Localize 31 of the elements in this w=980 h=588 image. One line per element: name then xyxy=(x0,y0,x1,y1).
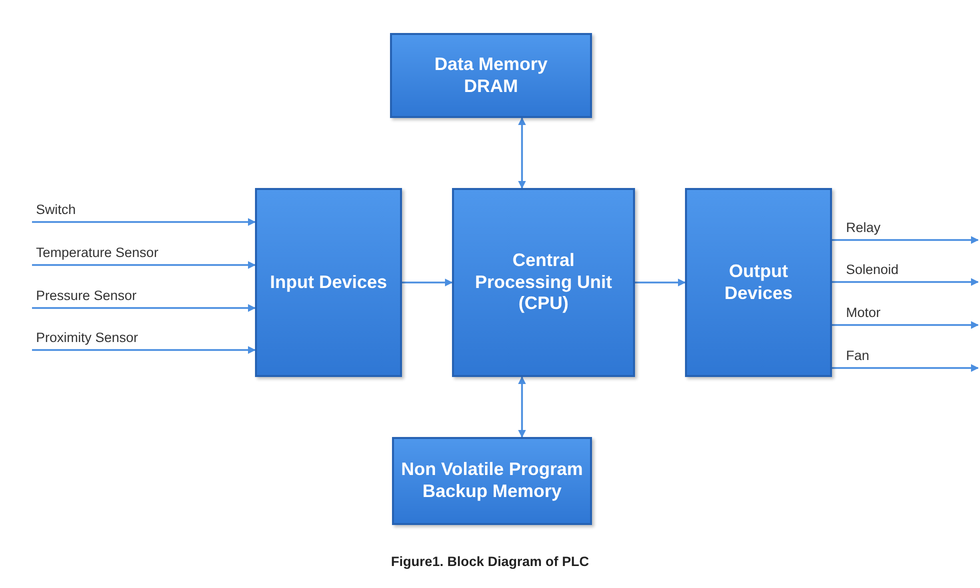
arrow xyxy=(832,364,979,372)
block-label: Central Processing Unit (CPU) xyxy=(474,250,614,315)
edge-label: Temperature Sensor xyxy=(36,246,158,261)
arrow xyxy=(832,278,979,286)
arrow xyxy=(832,236,979,244)
edge-label: Relay xyxy=(846,221,881,236)
block-box xyxy=(390,33,592,118)
edge-label: Solenoid xyxy=(846,263,899,278)
edge-label: Fan xyxy=(846,349,870,364)
block-box xyxy=(255,188,402,377)
edge-label: Pressure Sensor xyxy=(36,289,137,304)
arrow xyxy=(635,278,686,286)
arrow xyxy=(32,218,256,226)
edge-label: Motor xyxy=(846,306,881,321)
arrow xyxy=(832,321,979,329)
block-label: Data Memory DRAM xyxy=(433,54,549,98)
edge-label: Proximity Sensor xyxy=(36,331,138,346)
block-box xyxy=(452,188,635,377)
figure-caption: Figure1. Block Diagram of PLC xyxy=(390,554,590,569)
arrow xyxy=(518,117,526,189)
block-box xyxy=(685,188,832,377)
arrow xyxy=(518,376,526,438)
block-box xyxy=(392,437,592,525)
block-label: Non Volatile Program Backup Memory xyxy=(400,459,584,503)
edge-label: Switch xyxy=(36,203,76,218)
arrow xyxy=(32,261,256,269)
block-label: Input Devices xyxy=(270,272,388,294)
arrow xyxy=(32,346,256,354)
arrow xyxy=(402,278,453,286)
arrow xyxy=(32,304,256,312)
block-label: Output Devices xyxy=(723,260,794,304)
